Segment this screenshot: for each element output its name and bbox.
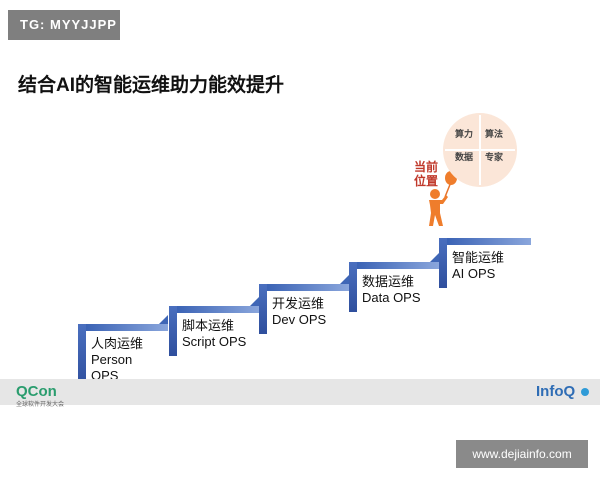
quadrant-label: 数据 [455,152,474,162]
footer-bar [0,379,600,405]
watermark: www.dejiainfo.com [456,440,588,468]
infoq-logo: InfoQ [536,383,576,400]
current-position-label: 当前 位置 [414,160,439,188]
qcon-logo: QCon [16,383,57,400]
stage-data-ops: 数据运维 Data OPS [349,253,439,318]
quadrant-label: 专家 [485,152,504,162]
circle-dividers [445,115,515,185]
stage-label: 开发运维 Dev OPS [272,296,327,327]
stage-label: 数据运维 Data OPS [362,274,421,305]
tg-badge: TG: MYYJJPP [8,10,120,40]
qcon-subtitle: 全球软件开发大会 [16,402,65,408]
stage-script-ops: 脚本运维 Script OPS [169,297,259,362]
stage-label: 人肉运维 Person OPS [91,336,144,383]
stage-label: 脚本运维 Script OPS [182,318,247,349]
stage-dev-ops: 开发运维 Dev OPS [259,275,349,340]
stage-label: 智能运维 AI OPS [452,250,505,281]
infoq-dot-icon [581,388,589,396]
page-title: 结合AI的智能运维助力能效提升 [18,75,285,96]
stage-ai-ops: 智能运维 AI OPS [439,238,531,294]
quadrant-label: 算力 [455,129,474,139]
quadrant-label: 算法 [485,129,504,139]
